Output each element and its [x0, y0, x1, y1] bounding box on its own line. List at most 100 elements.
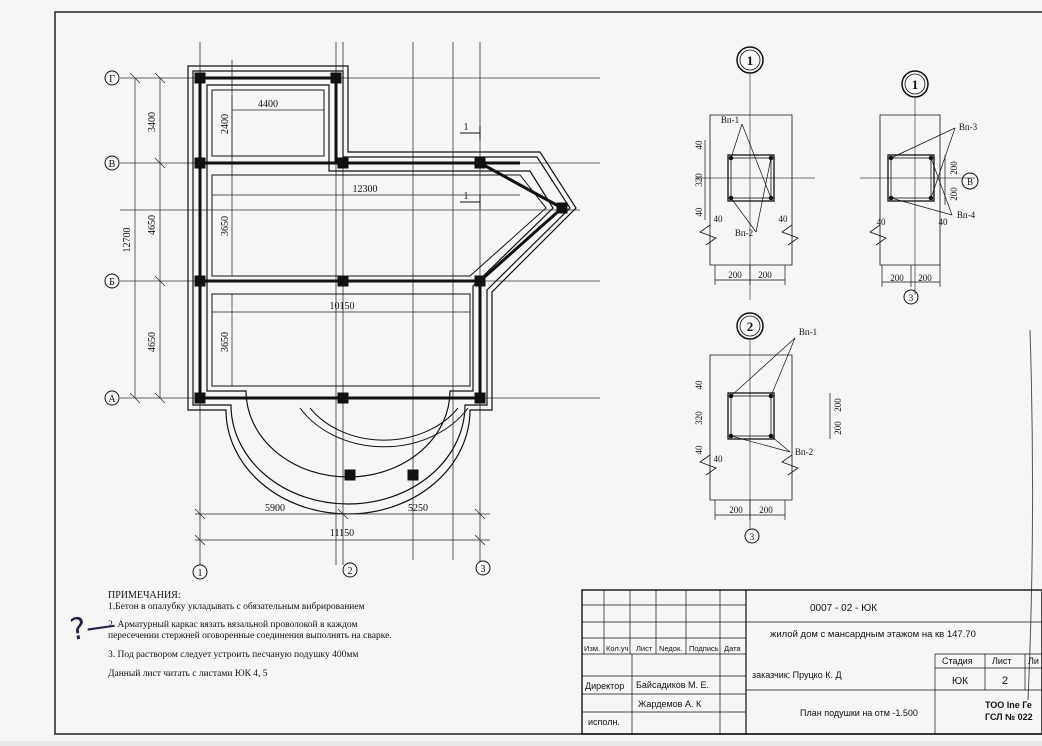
- detail-1b-vp3: Вп-3: [959, 122, 978, 132]
- foundation-inner-outline: [206, 84, 554, 478]
- detail-1b-dim-40a: 40: [877, 217, 887, 227]
- detail-1-dim-40c: 40: [714, 214, 724, 224]
- axis-label-2: 2: [348, 566, 353, 577]
- col-header-izm: Изм.: [584, 644, 600, 653]
- sheet-value: 2: [1002, 675, 1008, 687]
- detail-1-dim-320: 320: [694, 173, 704, 187]
- left-dimension-chain: [129, 72, 166, 404]
- foundation-outline-2: [192, 70, 571, 505]
- detail-2-dim-40c: 40: [714, 454, 724, 464]
- dim-10150: 10150: [330, 301, 355, 312]
- detail-1-dim-40b: 40: [694, 207, 704, 217]
- col-header-ndok: Nедок.: [659, 644, 682, 653]
- axis-label-v: В: [109, 159, 116, 170]
- detail-1-vp1: Вп-1: [721, 115, 739, 125]
- notes-title: ПРИМЕЧАНИЯ:: [108, 590, 181, 601]
- detail-1-labels: 1 Вп-1 Вп-2 40 320 40 40 40 200 200: [694, 53, 788, 280]
- dim-4650-bottom: 4650: [147, 332, 158, 352]
- col-header-list: Лист: [636, 644, 653, 653]
- stage-label: Стадия: [942, 656, 973, 666]
- dim-12300: 12300: [353, 184, 378, 195]
- detail-2-dim-200r2: 200: [833, 421, 843, 435]
- axis-label-3: 3: [481, 564, 486, 575]
- cell-top-left: [211, 89, 325, 157]
- detail-2: [699, 312, 831, 544]
- detail-1b-dim-200c: 200: [949, 161, 959, 175]
- bottom-dimension-chain: [194, 508, 490, 546]
- note-2: 2. Арматурный каркас вязать вязальной пр…: [108, 620, 392, 642]
- customer: заказчик: Пруцко К. Д: [752, 670, 842, 680]
- section-mark-bottom: 1: [464, 191, 469, 202]
- wall-diag-top: [479, 161, 563, 210]
- detail-1b-number: 1: [912, 77, 919, 92]
- sheet-label: Лист: [992, 656, 1012, 666]
- detail-1-dim-40d: 40: [779, 214, 789, 224]
- detail-2-dim-200r1: 200: [833, 398, 843, 412]
- inner-dimension-lines: [212, 95, 520, 386]
- notes-block: ПРИМЕЧАНИЯ: 1.Бетон в опалубку укладыват…: [108, 590, 408, 688]
- foundation-plan: [104, 42, 600, 580]
- dim-12700: 12700: [122, 228, 133, 253]
- handwritten-question-mark: ?—: [67, 606, 119, 649]
- bay-arc: [299, 407, 469, 448]
- detail-2-dim-40b: 40: [694, 445, 704, 455]
- detail-1b-dim-200a: 200: [890, 273, 904, 283]
- title-block-texts: Изм. Кол.уч Лист Nедок. Подпись Дата Дир…: [584, 603, 1039, 727]
- detail-2-number: 2: [747, 319, 754, 334]
- executor-role: исполн.: [588, 717, 620, 727]
- detail-1b: [860, 70, 979, 305]
- columns: [194, 72, 568, 481]
- foundation-outer-outline: [187, 65, 577, 515]
- bay-inner-arc: [309, 407, 459, 441]
- sheets-label: Ли: [1028, 656, 1039, 666]
- dim-5250: 5250: [408, 503, 428, 514]
- note-3: 3. Под раствором следует устроить песчан…: [108, 650, 359, 661]
- axis-bubbles: [104, 70, 491, 580]
- axis-label-b: Б: [109, 277, 115, 288]
- plan-labels: Г В Б А 1 2 3 3400 4650 4650 12700 4400 …: [108, 74, 485, 579]
- detail-2-dim-40a: 40: [694, 380, 704, 390]
- axis-label-1: 1: [198, 568, 203, 579]
- detail-1-dim-40a: 40: [694, 140, 704, 150]
- axis-label-g: Г: [109, 74, 115, 85]
- detail-1-number: 1: [747, 53, 754, 68]
- detail-1-vp2: Вп-2: [735, 228, 753, 238]
- dim-3650-top: 3650: [220, 216, 231, 236]
- sheet-title: План подушки на отм -1.500: [800, 708, 918, 718]
- dim-2400: 2400: [220, 114, 231, 134]
- col-header-sign: Подпись: [689, 644, 719, 653]
- col-header-kol: Кол.уч: [606, 644, 629, 653]
- page-curl-line: [1027, 329, 1034, 701]
- detail-2-vp2: Вп-2: [795, 447, 813, 457]
- executor-name: Жардемов А. К: [638, 699, 702, 709]
- stage-value: ЮК: [952, 676, 968, 687]
- dim-11150: 11150: [330, 528, 354, 539]
- detail-1b-dim-200d: 200: [949, 187, 959, 201]
- detail-1b-dim-40b: 40: [939, 217, 949, 227]
- section-marks: [460, 126, 481, 209]
- detail-2-vp1: Вп-1: [799, 327, 817, 337]
- axis-label-a: А: [108, 394, 116, 405]
- dim-4650-top: 4650: [147, 215, 158, 235]
- project-name: жилой дом с мансардным этажом на кв 147.…: [770, 629, 976, 640]
- col-header-date: Дата: [724, 644, 741, 653]
- detail-1b-dim-200b: 200: [918, 273, 932, 283]
- cell-bottom: [211, 293, 471, 387]
- section-mark-top: 1: [464, 122, 469, 133]
- detail-2-dim-200a: 200: [729, 505, 743, 515]
- detail-1b-axis: В: [967, 177, 973, 187]
- cell-middle: [211, 174, 547, 277]
- dim-3400: 3400: [147, 112, 158, 132]
- dim-4400: 4400: [258, 99, 278, 110]
- dim-3650-bottom: 3650: [220, 332, 231, 352]
- detail-1b-axis-bottom: 3: [909, 293, 914, 303]
- detail-1-dim-200b: 200: [758, 270, 772, 280]
- note-4: Данный лист читать с листами ЮК 4, 5: [108, 669, 268, 680]
- sheet-frame: [54, 11, 1042, 735]
- note-1: 1.Бетон в опалубку укладывать с обязател…: [108, 601, 365, 612]
- detail-1b-vp4: Вп-4: [957, 210, 976, 220]
- director-role: Директор: [585, 681, 624, 691]
- title-block: [581, 589, 1042, 735]
